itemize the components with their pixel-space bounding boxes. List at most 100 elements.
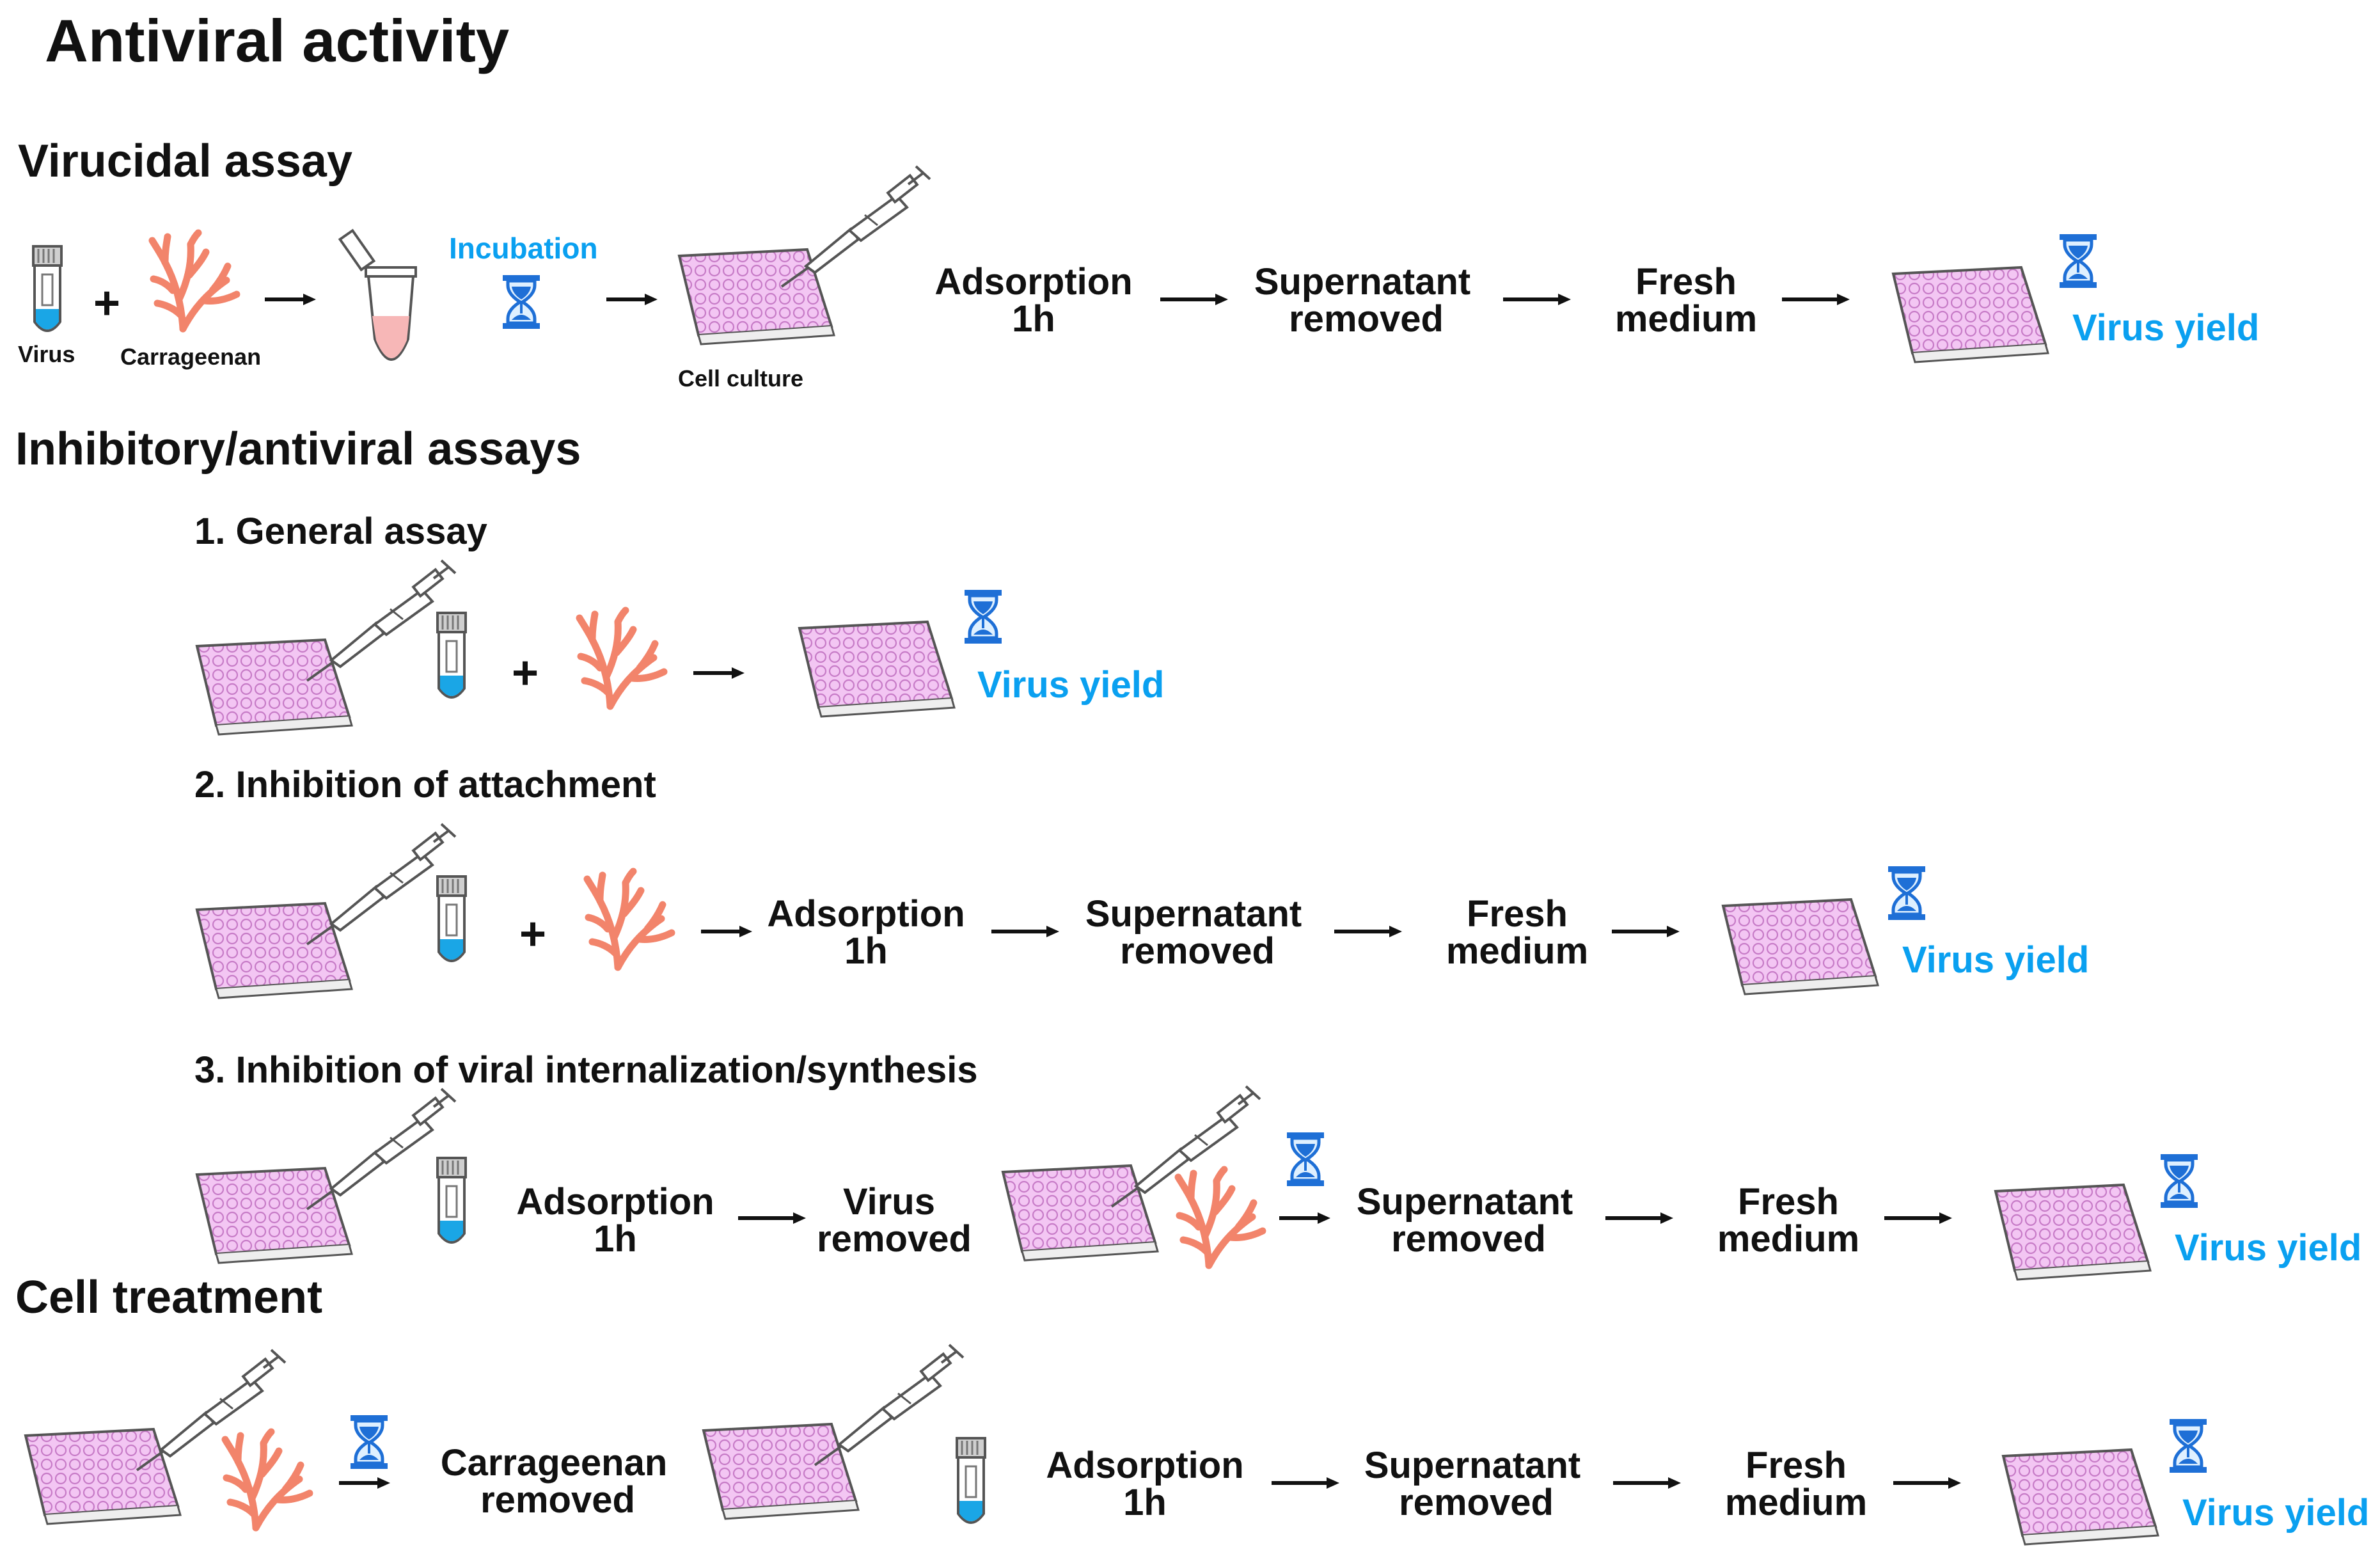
plus-icon: +	[93, 278, 120, 329]
carrageenan-label: Carrageenan	[441, 1442, 668, 1484]
carrageenan-label: Carrageenan	[120, 344, 261, 370]
supernatant-label: Supernatant	[1357, 1181, 1573, 1223]
arrow-icon	[339, 1477, 390, 1489]
arrow-icon	[738, 1212, 806, 1224]
adsorption-label: Adsorption	[516, 1181, 714, 1223]
arrow-icon	[991, 926, 1059, 937]
arrow-icon	[701, 926, 752, 937]
supernatant-label: Supernatant	[1254, 261, 1470, 303]
virus-label: Virus	[18, 341, 75, 367]
cell-plate-icon	[1722, 898, 1879, 995]
vial-icon	[436, 1157, 467, 1244]
virus-yield-label: Virus yield	[977, 664, 1164, 706]
supernatant-label: Supernatant	[1085, 893, 1302, 935]
section-heading-inhibitory: Inhibitory/antiviral assays	[15, 424, 581, 475]
medium-label: medium	[1717, 1218, 1859, 1260]
vial-icon	[436, 875, 467, 962]
fresh-label: Fresh	[1738, 1181, 1839, 1223]
hourglass-icon	[1287, 1132, 1324, 1186]
arrow-icon	[1605, 1212, 1673, 1224]
adsorption-time: 1h	[1123, 1482, 1167, 1523]
general-assay-row: 1. General assay + Virus yield	[194, 511, 1164, 736]
cell-plate-icon	[196, 902, 353, 999]
section-heading-cell-treatment: Cell treatment	[15, 1272, 322, 1323]
virus-label: Virus	[843, 1181, 935, 1223]
cell-plate-icon	[1994, 1184, 2152, 1281]
adsorption-label: Adsorption	[934, 261, 1132, 303]
arrow-icon	[1334, 926, 1402, 937]
cell-plate-icon	[702, 1423, 860, 1520]
fresh-label: Fresh	[1746, 1445, 1847, 1486]
arrow-icon	[1279, 1212, 1330, 1224]
cell-plate-icon	[196, 638, 353, 736]
arrow-icon	[1782, 294, 1850, 305]
carrageenan-removed-label: removed	[480, 1479, 635, 1521]
seaweed-icon	[225, 1432, 310, 1528]
virucidal-assay-section: Virucidal assay Virus + Carrageenan Incu…	[18, 136, 2259, 392]
seaweed-icon	[579, 610, 664, 706]
hourglass-icon	[2161, 1154, 2198, 1208]
arrow-icon	[606, 294, 658, 305]
cell-plate-icon	[1002, 1164, 1159, 1262]
medium-label: medium	[1615, 298, 1757, 340]
arrow-icon	[693, 667, 745, 679]
cell-plate-icon	[798, 621, 956, 718]
vial-icon	[436, 612, 467, 699]
cell-plate-icon	[1892, 266, 2049, 363]
attachment-assay-title: 2. Inhibition of attachment	[194, 764, 656, 805]
fresh-label: Fresh	[1467, 893, 1568, 935]
supernatant-label: Supernatant	[1364, 1445, 1580, 1486]
inhibition-of-internalization-row: 3. Inhibition of viral internalization/s…	[194, 1049, 2361, 1281]
incubation-label: Incubation	[449, 232, 598, 265]
medium-label: medium	[1725, 1482, 1867, 1523]
eppendorf-tube-icon	[338, 229, 417, 361]
virus-yield-label: Virus yield	[1902, 939, 2089, 981]
adsorption-label: Adsorption	[767, 893, 965, 935]
seaweed-icon	[587, 871, 672, 967]
fresh-label: Fresh	[1635, 261, 1737, 303]
virus-yield-label: Virus yield	[2175, 1227, 2361, 1269]
internalization-assay-title: 3. Inhibition of viral internalization/s…	[194, 1049, 978, 1091]
page-title: Antiviral activity	[45, 7, 509, 74]
hourglass-icon	[503, 275, 540, 329]
hourglass-icon	[351, 1415, 388, 1469]
seaweed-icon	[152, 233, 237, 329]
plus-icon: +	[512, 647, 539, 699]
plus-icon: +	[519, 908, 546, 960]
supernatant-removed-label: removed	[1391, 1218, 1546, 1260]
supernatant-removed-label: removed	[1399, 1482, 1554, 1523]
adsorption-time: 1h	[1012, 298, 1055, 340]
cell-culture-label: Cell culture	[678, 365, 803, 392]
arrow-icon	[1160, 294, 1228, 305]
arrow-icon	[1884, 1212, 1952, 1224]
seaweed-icon	[1178, 1169, 1263, 1265]
general-assay-title: 1. General assay	[194, 511, 487, 552]
hourglass-icon	[965, 590, 1002, 644]
adsorption-time: 1h	[844, 930, 888, 972]
virus-yield-label: Virus yield	[2072, 307, 2259, 349]
arrow-icon	[1272, 1477, 1339, 1489]
cell-treatment-section: Cell treatment Carrageenan removed Adsor…	[15, 1272, 2369, 1546]
cell-plate-icon	[24, 1428, 182, 1525]
section-heading-virucidal: Virucidal assay	[18, 136, 352, 187]
virus-removed-label: removed	[817, 1218, 972, 1260]
cell-plate-icon	[196, 1167, 353, 1264]
arrow-icon	[1893, 1477, 1961, 1489]
cell-plate-icon	[2002, 1448, 2159, 1546]
hourglass-icon	[2060, 234, 2097, 288]
medium-label: medium	[1446, 930, 1588, 972]
arrow-icon	[1503, 294, 1571, 305]
inhibition-of-attachment-row: 2. Inhibition of attachment + Adsorption…	[194, 764, 2089, 999]
arrow-icon	[265, 294, 316, 305]
arrow-icon	[1613, 1477, 1681, 1489]
adsorption-time: 1h	[594, 1218, 637, 1260]
hourglass-icon	[2170, 1419, 2207, 1473]
arrow-icon	[1612, 926, 1680, 937]
hourglass-icon	[1888, 866, 1925, 920]
vial-icon	[32, 245, 63, 332]
supernatant-removed-label: removed	[1120, 930, 1275, 972]
supernatant-removed-label: removed	[1289, 298, 1444, 340]
virus-yield-label: Virus yield	[2182, 1492, 2369, 1534]
vial-icon	[956, 1437, 986, 1524]
